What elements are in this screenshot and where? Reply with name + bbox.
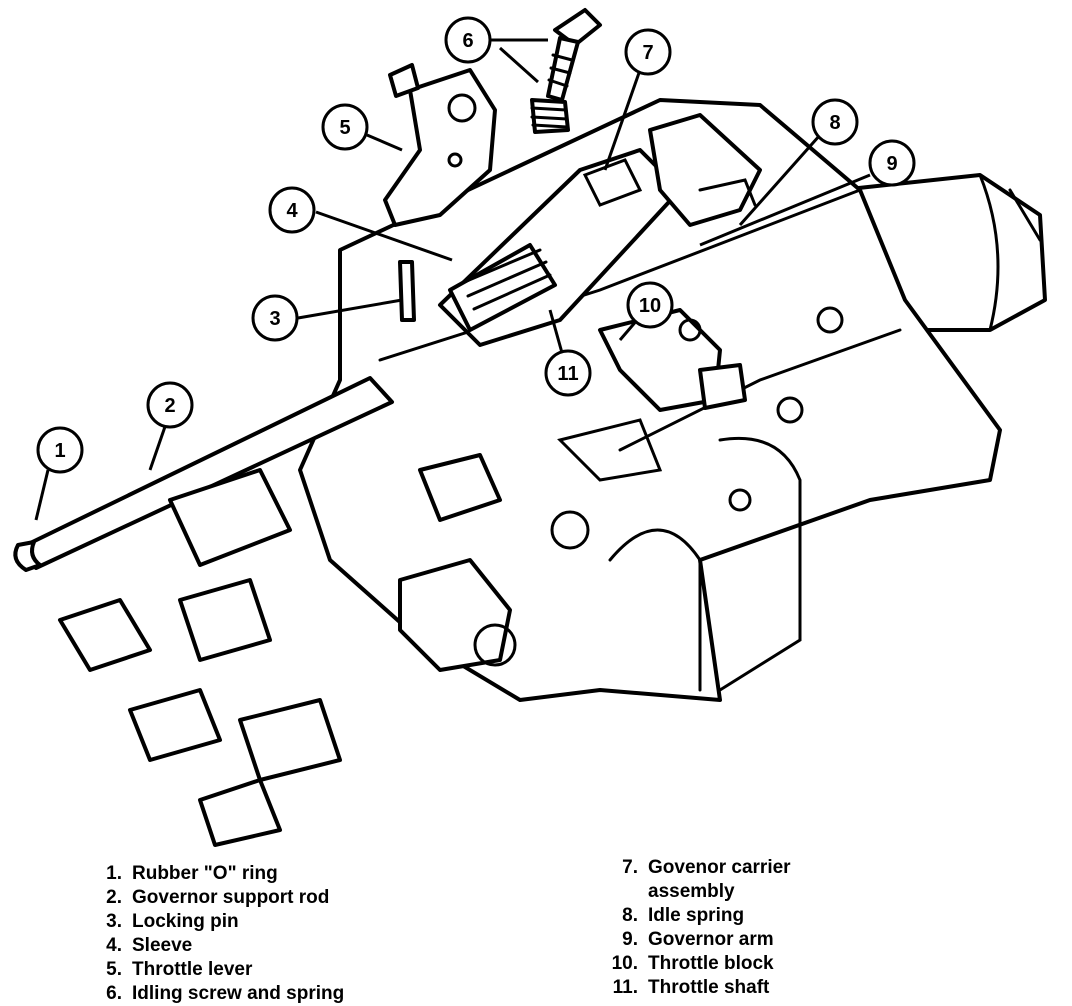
callout-10: 10 — [626, 281, 674, 329]
legend-item: 1.Rubber "O" ring — [106, 863, 278, 884]
legend-item: 2.Governor support rod — [106, 887, 330, 908]
svg-text:9: 9 — [886, 153, 897, 175]
legend-item: 5.Throttle lever — [106, 959, 253, 980]
callout-5: 5 — [321, 103, 369, 151]
legend-right: 7.Govenor carrier assembly 8.Idle spring… — [600, 856, 791, 1000]
svg-text:8: 8 — [829, 112, 840, 134]
delivery-valves — [58, 453, 517, 847]
legend-item: 7.Govenor carrier — [622, 857, 791, 878]
callout-7: 7 — [624, 28, 672, 76]
governor-arm — [648, 113, 762, 227]
legend-item: 9.Governor arm — [622, 929, 774, 950]
svg-text:3: 3 — [269, 308, 280, 330]
callout-6: 6 — [444, 16, 492, 64]
throttle-block — [598, 308, 747, 412]
legend-item: 4.Sleeve — [106, 935, 193, 956]
svg-text:5: 5 — [339, 117, 350, 139]
legend-item: 3.Locking pin — [106, 911, 239, 932]
svg-text:7: 7 — [642, 42, 653, 64]
legend-item: 10.Throttle block — [611, 953, 774, 974]
legend-item: 11.Throttle shaft — [612, 977, 770, 998]
callout-3: 3 — [251, 294, 299, 342]
svg-text:1: 1 — [54, 440, 65, 462]
callout-2: 2 — [146, 381, 194, 429]
pump-illustration: 1 2 3 4 5 6 7 8 9 10 11 — [13, 8, 1047, 847]
o-ring — [13, 540, 42, 572]
legend-item: 8.Idle spring — [622, 905, 745, 926]
svg-text:2: 2 — [164, 395, 175, 417]
svg-text:4: 4 — [286, 200, 298, 222]
callout-1: 1 — [36, 426, 84, 474]
legend-item: 6.Idling screw and spring — [106, 983, 345, 1004]
svg-text:6: 6 — [462, 30, 473, 52]
idling-screw — [530, 8, 602, 134]
callout-9: 9 — [868, 139, 916, 187]
callout-4: 4 — [268, 186, 316, 234]
callout-leaders — [34, 38, 871, 521]
svg-text:10: 10 — [639, 295, 661, 317]
svg-text:11: 11 — [557, 363, 578, 385]
legend-item-continuation: assembly — [648, 881, 735, 902]
throttle-lever — [383, 63, 497, 227]
legend-left: 1.Rubber "O" ring 2.Governor support rod… — [98, 862, 344, 1006]
callout-8: 8 — [811, 98, 859, 146]
callout-11: 11 — [544, 349, 592, 397]
locking-pin — [398, 260, 416, 322]
